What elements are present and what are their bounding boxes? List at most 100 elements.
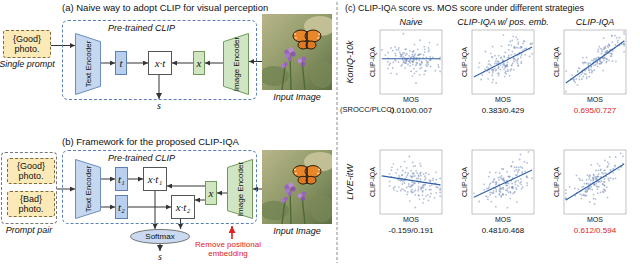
scatter-dot — [496, 182, 498, 184]
scatter-dot — [604, 184, 606, 186]
scatter-dot — [588, 69, 590, 71]
scatter-dot — [512, 51, 514, 53]
scatter-dot — [615, 156, 617, 158]
scatter-dot — [513, 47, 515, 49]
scatter-dot — [517, 62, 519, 64]
image-encoder: Image Encoder — [227, 159, 253, 219]
label-holder: (b) Framework for the proposed CLIP-IQA — [62, 137, 239, 148]
scatter-dot — [416, 178, 418, 180]
scatter-dot — [495, 70, 497, 72]
scatter-dot — [493, 181, 495, 183]
scatter-dot — [485, 195, 487, 197]
scatter-dot — [401, 174, 403, 176]
plot-frame — [380, 150, 442, 214]
scatter-dot — [606, 166, 608, 168]
connector — [167, 186, 205, 187]
scatter-dot — [514, 191, 516, 193]
scatter-dot — [511, 64, 513, 66]
scatter-dot — [488, 176, 490, 178]
scatter-dot — [513, 69, 515, 71]
scatter-dot — [505, 66, 507, 68]
scatter-dot — [594, 203, 596, 205]
scatter-dot — [522, 167, 524, 169]
scatter-dot — [610, 169, 612, 171]
scatter-dot — [381, 49, 383, 51]
scatter-dot — [495, 172, 497, 174]
scatter-dot — [592, 177, 594, 179]
product-box: x·t₂ — [171, 195, 195, 219]
scatter-dot — [505, 194, 507, 196]
scatter-dot — [514, 58, 516, 60]
scatter-dot — [398, 61, 400, 63]
scatter-dot — [416, 172, 418, 174]
scatter-dot — [389, 185, 391, 187]
text-holder: Single prompt — [0, 59, 55, 69]
scatter-dot — [513, 191, 515, 193]
scatter-dot — [428, 173, 430, 175]
scatter-dot — [595, 64, 597, 66]
scatter-dot — [412, 184, 414, 186]
scatter-dot — [597, 66, 599, 68]
scatter-dot — [410, 70, 412, 72]
scatter-dot — [493, 190, 495, 192]
scatter-dot — [511, 183, 513, 185]
label-holder: MOS — [403, 216, 419, 224]
scatter-dot — [478, 201, 480, 203]
scatter-dot — [510, 70, 512, 72]
label-holder: CLIP-IQA — [553, 167, 561, 197]
scatter-dot — [389, 181, 391, 183]
label-holder: CLIP-IQA — [369, 167, 377, 197]
scatter-dot — [584, 195, 586, 197]
regression-line — [474, 170, 532, 197]
scatter-dot — [593, 174, 595, 176]
scatter-dot — [510, 166, 512, 168]
scatter-dot — [584, 183, 586, 185]
scatter-dot — [489, 184, 491, 186]
scatter-dot — [494, 63, 496, 65]
scatter-dot — [590, 66, 592, 68]
scatter-dot — [573, 79, 575, 81]
scatter-dot — [494, 68, 496, 70]
scatter-dot — [618, 169, 620, 171]
scatter-dot — [500, 69, 502, 71]
scatter-dot — [594, 176, 596, 178]
label-text: Naive — [399, 17, 422, 27]
label-holder: Remove positional embedding — [182, 240, 274, 258]
text-holder: Text Encoder — [84, 166, 93, 213]
scatter-dot — [489, 63, 491, 65]
scatter-dot — [424, 70, 426, 72]
scatter-dot — [595, 170, 597, 172]
scatter-dot — [491, 56, 493, 58]
scatter-dot — [574, 82, 576, 84]
scatter-dot — [398, 49, 400, 51]
scatter-dot — [607, 161, 609, 163]
scatter-dot — [494, 178, 496, 180]
scatter-dot — [510, 44, 512, 46]
scatter-dot — [411, 188, 413, 190]
scatter-dot — [524, 171, 526, 173]
text-holder: Pre-trained CLIP — [108, 23, 175, 33]
scatter-dot — [612, 41, 614, 43]
label-text: (b) Framework for the proposed CLIP-IQA — [62, 136, 239, 147]
scatter-dot — [500, 64, 502, 66]
image-feature: x — [205, 181, 217, 205]
image-encoder: Image Encoder — [223, 33, 249, 95]
node-text: Image Encoder — [232, 37, 241, 91]
scatter-dot — [508, 49, 510, 51]
scatter-dot — [430, 59, 432, 61]
scatter-dot — [422, 190, 424, 192]
plot-frame — [380, 30, 442, 94]
scatter-dot — [586, 179, 588, 181]
scatter-dot — [587, 62, 589, 64]
scatter-dot — [581, 198, 583, 200]
scatter-dot — [579, 179, 581, 181]
label-holder: MOS — [587, 216, 603, 224]
scatter-dot — [493, 192, 495, 194]
scatter-dot — [517, 47, 519, 49]
scatter-dot — [406, 61, 408, 63]
scatter-dot — [588, 175, 590, 177]
scatter-dot — [524, 161, 526, 163]
scatter-dot — [437, 44, 439, 46]
scatter-dot — [396, 73, 398, 75]
label-text: CLIP-IQA — [553, 47, 560, 77]
